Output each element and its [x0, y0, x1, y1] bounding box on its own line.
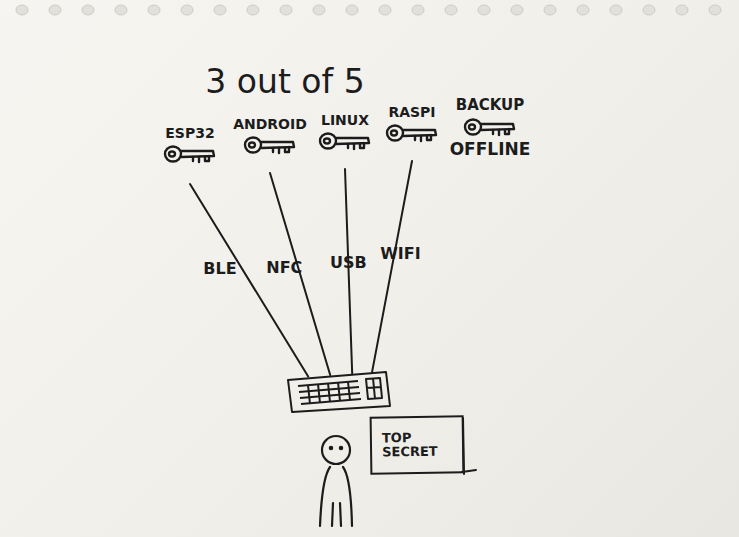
- spiral-hole: [247, 5, 259, 15]
- spiral-hole: [379, 5, 391, 15]
- key-icon: [163, 143, 217, 165]
- spiral-hole: [16, 5, 28, 15]
- stick-person: [320, 436, 352, 526]
- spiral-hole: [313, 5, 325, 15]
- key-bow: [245, 138, 261, 153]
- spiral-hole: [82, 5, 94, 15]
- spiral-hole: [412, 5, 424, 15]
- key-teeth: [348, 143, 364, 149]
- link-label: NFC: [266, 259, 302, 277]
- spiral-hole: [280, 5, 292, 15]
- node-label: RASPI: [388, 105, 435, 120]
- keyboard-node: [284, 368, 394, 414]
- key-hole: [469, 124, 475, 129]
- key-bow: [320, 134, 336, 149]
- person-eye: [340, 447, 342, 449]
- offline-key-node: BACKUP OFFLINE: [436, 97, 544, 187]
- keyboard-strokes: [288, 372, 390, 412]
- link-label: WIFI: [380, 245, 420, 263]
- node-label: LINUX: [321, 113, 369, 128]
- key-node: LINUX: [310, 113, 380, 169]
- person-eye: [330, 447, 332, 449]
- person-body-right: [343, 467, 352, 526]
- spiral-hole: [346, 5, 358, 15]
- node-label: ESP32: [165, 126, 214, 141]
- key-hole: [169, 152, 175, 157]
- key-icon: [385, 122, 439, 144]
- key-bow: [465, 119, 481, 134]
- spiral-hole: [478, 5, 490, 15]
- key-icon: [318, 130, 372, 152]
- spiral-hole: [181, 5, 193, 15]
- spiral-hole: [676, 5, 688, 15]
- wireless-link: [372, 161, 412, 372]
- key-icon: [463, 116, 517, 138]
- diagram-title: 3 out of 5: [190, 64, 380, 100]
- spiral-hole: [610, 5, 622, 15]
- spiral-hole: [445, 5, 457, 15]
- spiral-hole: [148, 5, 160, 15]
- key-node: ESP32: [150, 126, 230, 184]
- spiral-hole: [577, 5, 589, 15]
- node-label: TOP SECRET: [382, 430, 452, 460]
- key-bow: [387, 126, 403, 141]
- secret-sign: TOP SECRET: [370, 415, 465, 474]
- key-strokes: [320, 134, 369, 150]
- key-node: ANDROID: [228, 117, 312, 173]
- keyboard-rows: [298, 381, 361, 404]
- key-hole: [324, 139, 330, 144]
- person-body-left: [320, 467, 330, 526]
- node-note: OFFLINE: [450, 140, 531, 159]
- keyboard-numpad: [366, 378, 382, 399]
- key-strokes: [465, 119, 514, 135]
- spiral-hole: [214, 5, 226, 15]
- node-label: ANDROID: [233, 117, 307, 132]
- keyboard-icon: [284, 368, 394, 414]
- key-hole: [249, 143, 255, 148]
- keyboard-columns: [308, 382, 350, 404]
- link-label: BLE: [203, 260, 236, 278]
- key-strokes: [165, 147, 214, 163]
- key-teeth: [193, 156, 209, 162]
- spiral-hole: [115, 5, 127, 15]
- key-hole: [391, 131, 397, 136]
- key-strokes: [245, 138, 294, 154]
- person-leg: [340, 503, 341, 526]
- key-teeth: [415, 135, 431, 141]
- spiral-hole: [643, 5, 655, 15]
- link-label: USB: [330, 254, 367, 272]
- spiral-holes: [16, 5, 721, 15]
- key-strokes: [387, 126, 436, 142]
- key-icon: [243, 134, 297, 156]
- person-leg: [332, 503, 333, 526]
- spiral-hole: [544, 5, 556, 15]
- wireless-link: [190, 184, 308, 376]
- spiral-hole: [709, 5, 721, 15]
- spiral-hole: [511, 5, 523, 15]
- keyboard-outline: [288, 372, 390, 412]
- spiral-hole: [49, 5, 61, 15]
- node-label: BACKUP: [456, 97, 525, 114]
- key-teeth: [493, 129, 509, 135]
- key-bow: [165, 147, 181, 162]
- key-node: RASPI: [380, 105, 444, 161]
- person-head: [322, 436, 350, 464]
- key-teeth: [273, 147, 289, 153]
